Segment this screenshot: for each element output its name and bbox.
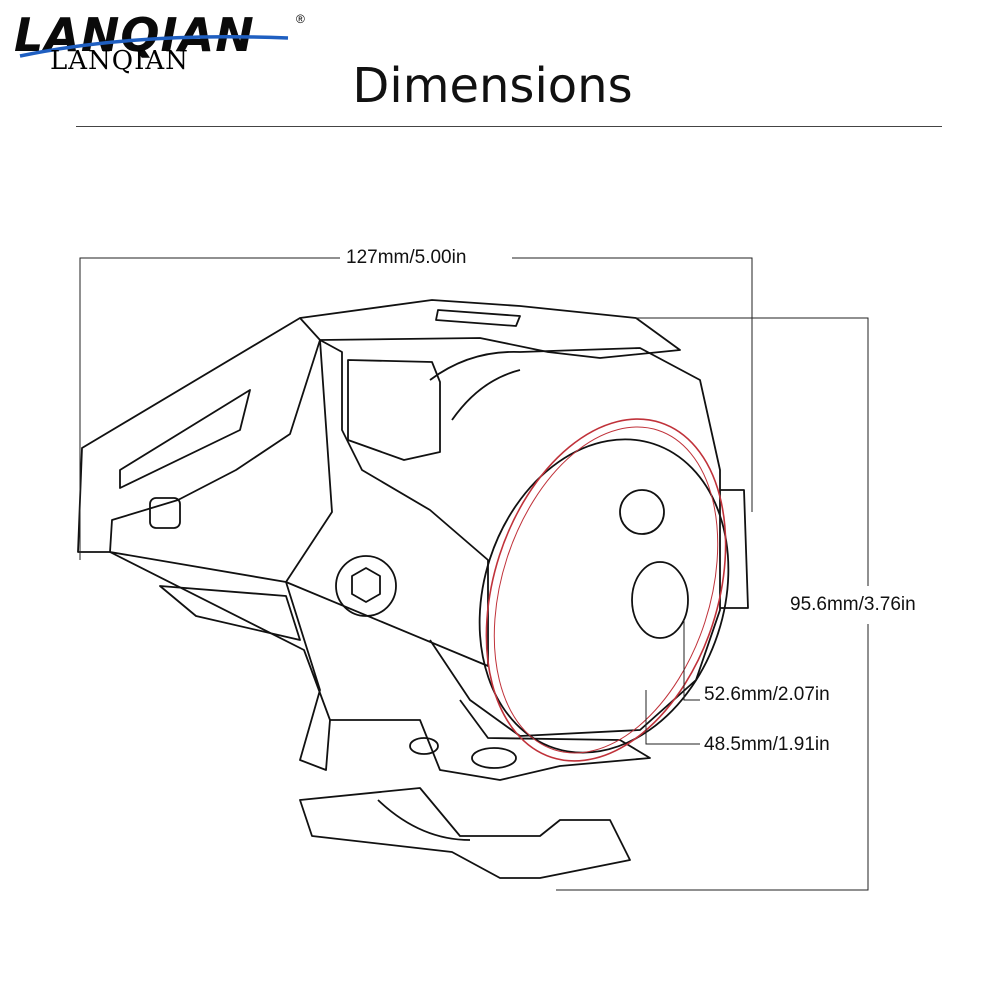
title-divider	[76, 126, 942, 127]
brand-logo: LANQIAN LANQIAN ®	[14, 8, 305, 78]
light-housing	[77, 299, 749, 879]
logo-reflection: LANQIAN	[50, 46, 189, 76]
logo-text: LANQIAN	[14, 8, 255, 62]
logo-swoosh	[19, 35, 289, 58]
page-title: Dimensions	[352, 58, 633, 114]
lens-diameter-label: 48.5mm/1.91in	[704, 734, 830, 756]
dimension-lines	[79, 257, 869, 891]
registered-mark: ®	[296, 12, 305, 26]
halo-ring-inner	[493, 426, 719, 754]
overall-height-label: 95.6mm/3.76in	[790, 594, 916, 616]
overall-width-label: 127mm/5.00in	[346, 247, 467, 269]
halo-ring	[485, 418, 727, 762]
outer-ring-diameter-label: 52.6mm/2.07in	[704, 684, 830, 706]
